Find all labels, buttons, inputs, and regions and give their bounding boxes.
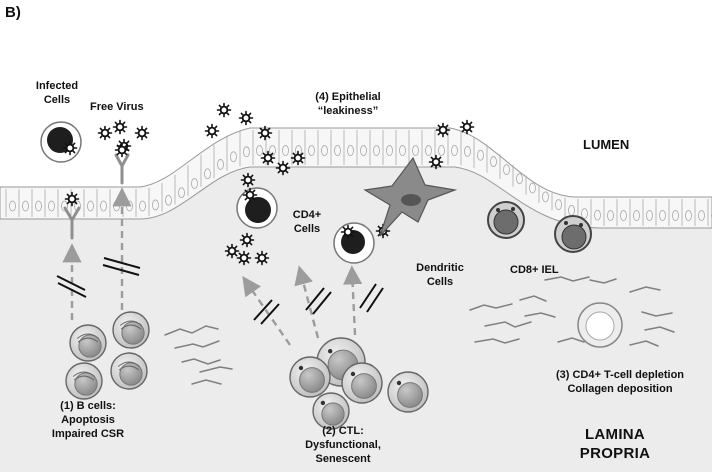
dendritic-cell bbox=[363, 156, 458, 237]
epithelial-nucleus bbox=[607, 210, 614, 221]
epithelial-nucleus bbox=[373, 145, 380, 156]
epithelial-nucleus bbox=[139, 200, 146, 212]
cd4-cell-2 bbox=[333, 222, 391, 264]
epithelial-nucleus bbox=[529, 182, 536, 194]
epithelial-nucleus bbox=[165, 194, 172, 206]
epithelial-nucleus bbox=[581, 208, 588, 220]
ctl-cell-granule bbox=[350, 371, 356, 377]
ctl-cell-nucleus bbox=[397, 382, 423, 408]
b-cell-er bbox=[119, 320, 143, 330]
panel-label: B) bbox=[5, 4, 21, 21]
epithelial-nucleus bbox=[48, 200, 55, 212]
epithelial-nucleus bbox=[100, 200, 107, 212]
epithelial-nucleus bbox=[178, 187, 185, 199]
label-lumen: LUMEN bbox=[583, 137, 630, 152]
epithelial-nucleus bbox=[334, 145, 341, 156]
epithelial-nucleus bbox=[61, 200, 68, 212]
epithelial-nucleus bbox=[412, 145, 419, 156]
epithelial-nucleus bbox=[204, 168, 211, 180]
ctl-cell-granule bbox=[298, 365, 304, 371]
ctl-cell-granule bbox=[320, 400, 326, 406]
epithelial-nucleus bbox=[35, 200, 42, 212]
epithelial-nucleus bbox=[451, 145, 458, 156]
epithelial-nucleus bbox=[542, 191, 549, 203]
epithelial-nucleus bbox=[282, 145, 289, 156]
collagen-fibres bbox=[164, 276, 675, 385]
epithelial-nucleus bbox=[594, 209, 601, 221]
cd8-iel-cells bbox=[487, 201, 592, 253]
epithelial-cells bbox=[5, 130, 712, 226]
epithelial-nucleus bbox=[191, 178, 198, 189]
epithelial-nucleus bbox=[243, 146, 250, 158]
ctl-cell-nucleus bbox=[351, 373, 377, 399]
b-cell-er bbox=[117, 361, 141, 371]
epithelial-nucleus bbox=[659, 210, 666, 221]
ctl-cell-granule bbox=[396, 380, 402, 386]
free-virus-receptors bbox=[63, 153, 130, 240]
depleted-cd4-cell bbox=[577, 302, 623, 348]
epithelial-nucleus bbox=[698, 210, 705, 221]
epithelial-nucleus bbox=[308, 145, 315, 156]
label-lamina-propria: LAMINA PROPRIA bbox=[579, 426, 651, 462]
b-cells bbox=[65, 311, 150, 400]
b-cell-er bbox=[76, 333, 100, 343]
ctl-cell-nucleus bbox=[299, 367, 325, 393]
epithelial-nucleus bbox=[438, 145, 445, 156]
cd4-cell bbox=[236, 187, 278, 229]
epithelial-nucleus bbox=[555, 199, 562, 211]
label-dendritic-cells: Dendritic Cells bbox=[416, 262, 464, 288]
epithelial-nucleus bbox=[425, 145, 432, 156]
tissue-shading bbox=[0, 140, 712, 472]
epithelial-nucleus bbox=[672, 210, 679, 221]
epithelial-nucleus bbox=[646, 210, 653, 221]
ctl-cell-granule bbox=[328, 349, 333, 354]
epithelial-nucleus bbox=[685, 210, 692, 221]
label-cd4-depletion: (3) CD4+ T-cell depletion Collagen depos… bbox=[555, 369, 685, 395]
label-epithelial-leakiness: (4) Epithelial “leakiness” bbox=[315, 91, 381, 117]
epithelial-nucleus bbox=[490, 156, 497, 167]
epithelial-nucleus bbox=[620, 210, 627, 221]
epithelial-nucleus bbox=[9, 200, 16, 212]
epithelial-nucleus bbox=[230, 151, 237, 163]
label-free-virus: Free Virus bbox=[90, 101, 144, 113]
epithelial-nucleus bbox=[269, 145, 276, 156]
epithelial-nucleus bbox=[152, 199, 159, 211]
epithelium-band bbox=[0, 127, 712, 229]
epithelial-nucleus bbox=[217, 159, 224, 170]
epithelial-nucleus bbox=[321, 145, 328, 156]
ctl-cell-nucleus bbox=[321, 402, 345, 426]
epithelial-nucleus bbox=[464, 146, 471, 157]
infected-cell bbox=[40, 121, 82, 163]
ctl-cells bbox=[289, 337, 429, 430]
epithelial-nucleus bbox=[22, 200, 29, 212]
epithelial-nucleus bbox=[399, 145, 406, 156]
label-cd4-cells: CD4+ Cells bbox=[292, 209, 322, 235]
block-marks bbox=[56, 257, 384, 325]
label-cd8-iel: CD8+ IEL bbox=[510, 264, 559, 276]
label-b-cells: (1) B cells: Apoptosis Impaired CSR bbox=[51, 400, 125, 440]
label-infected-cells: Infected Cells bbox=[35, 80, 79, 106]
epithelial-nucleus bbox=[633, 210, 640, 221]
epithelial-nucleus bbox=[360, 145, 367, 156]
epithelial-nucleus bbox=[256, 145, 263, 156]
epithelial-nucleus bbox=[87, 200, 94, 212]
epithelial-nucleus bbox=[503, 164, 510, 176]
b-cell-er bbox=[72, 371, 96, 381]
label-ctl: (2) CTL: Dysfunctional, Senescent bbox=[305, 425, 381, 465]
epithelial-nucleus bbox=[477, 149, 484, 161]
epithelial-nucleus bbox=[347, 145, 354, 156]
epithelial-nucleus bbox=[386, 145, 393, 156]
epithelial-nucleus bbox=[516, 173, 523, 185]
